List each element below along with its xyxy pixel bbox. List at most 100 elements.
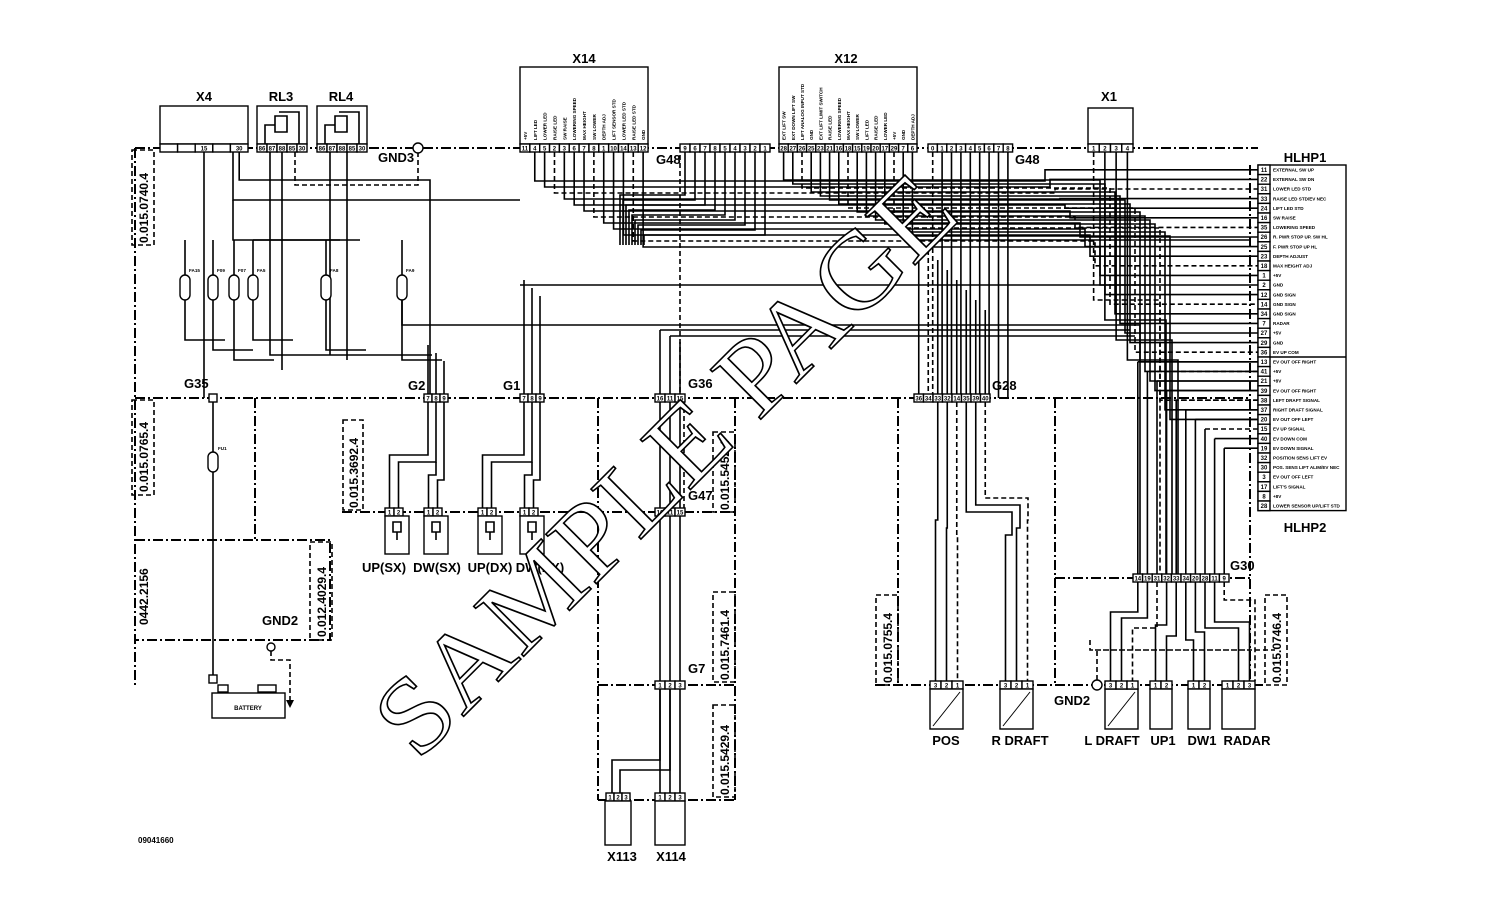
- hlhp-signal-label: GND: [1273, 340, 1284, 345]
- hlhp-pin-number: 20: [1261, 418, 1268, 424]
- fuse-label: F09: [217, 268, 225, 273]
- pin-number: 88: [279, 147, 286, 153]
- wire: [583, 152, 1258, 219]
- pin-number: 1: [1192, 684, 1196, 690]
- pin-number: 32: [944, 397, 951, 403]
- pin-number: 2: [1203, 684, 1207, 690]
- pin-number: 6: [987, 147, 991, 153]
- pin-number: 33: [934, 397, 941, 403]
- relay-coil-icon: [324, 111, 360, 144]
- pin-number: 4: [533, 147, 537, 153]
- g47-label: G47: [688, 488, 713, 503]
- dw1-valve-box: [1187, 688, 1211, 730]
- ref-3692: 0.015.3692.4: [347, 438, 361, 508]
- rl4-label: RL4: [329, 89, 354, 104]
- pin-cell: [637, 143, 649, 153]
- x14-signal-label: MAX HEIGHT: [582, 111, 587, 140]
- pin-number: 87: [329, 147, 336, 153]
- hlhp-signal-label: LIFT'S SIGNAL: [1273, 484, 1306, 489]
- hlhp-pin-number: 16: [1261, 216, 1268, 222]
- pin-cell: [759, 143, 771, 153]
- pin-number: 2: [668, 684, 672, 690]
- up1-valve-box: [1149, 688, 1173, 730]
- r-draft-label: R DRAFT: [991, 733, 1048, 748]
- hlhp1-label: HLHP1: [1284, 150, 1327, 165]
- pin-number: 28: [780, 147, 787, 153]
- g36-label: G36: [688, 376, 713, 391]
- x12-signal-label: LOWERING SPEED: [837, 97, 842, 140]
- x113-sensor-box: [604, 800, 632, 846]
- pos-label: POS: [932, 733, 960, 748]
- sensor-diagonal: [1107, 691, 1136, 727]
- wire: [782, 152, 1258, 286]
- pin-number: 87: [269, 147, 276, 153]
- wire: [232, 152, 520, 201]
- pin-number: 11: [1211, 577, 1218, 583]
- x12-signal-label: EXT LIFT LIMIT SWITCH: [818, 87, 823, 140]
- wire: [1131, 582, 1158, 681]
- battery-box: [211, 692, 286, 719]
- pin-number: 3: [1109, 684, 1113, 690]
- wire: [974, 402, 1021, 681]
- hlhp-pin-number: 12: [1261, 293, 1268, 299]
- x12-signal-label: MAX HEIGHT: [846, 111, 851, 140]
- hlhp-signal-label: EV UP SIGNAL: [1273, 427, 1306, 432]
- pin-cell: [1126, 680, 1139, 690]
- dw-sx-label: DW(SX): [413, 560, 461, 575]
- wire: [436, 402, 445, 508]
- battery-terminal: [208, 674, 218, 684]
- gnd3-ground-node: [412, 142, 424, 154]
- ref-5452: 0.015.5452.4: [718, 440, 732, 510]
- pin-number: 30: [299, 147, 306, 153]
- g48-label-2: G48: [1015, 152, 1040, 167]
- pin-number: 2: [1165, 684, 1169, 690]
- pin-number: 23: [817, 147, 824, 153]
- pin-number: 5: [978, 147, 982, 153]
- reference-labels: 0.015.0740.4 0.015.0765.4 0442.2156 0.01…: [131, 149, 1288, 798]
- pin-number: 2: [753, 147, 757, 153]
- pin-number: 15: [201, 147, 208, 153]
- ref-7461: 0.015.7461.4: [718, 610, 732, 680]
- hlhp-pin-number: 37: [1261, 408, 1268, 414]
- pin-number: 2: [616, 796, 620, 802]
- pin-number: 3: [934, 684, 938, 690]
- hlhp-signal-label: LIFT LED STD: [1273, 206, 1304, 211]
- pin-number: 11: [667, 511, 674, 517]
- x14-label: X14: [572, 51, 596, 66]
- pin-number: 3: [678, 796, 682, 802]
- pin-number: 2: [1103, 147, 1107, 153]
- pin-number: 19: [863, 147, 870, 153]
- x14-connector-box: [519, 66, 649, 145]
- pin-cell: [176, 143, 196, 153]
- pin-number: 6: [911, 147, 915, 153]
- pin-number: 1: [1131, 684, 1135, 690]
- wire: [640, 152, 756, 245]
- pin-number: 7: [522, 397, 526, 403]
- pin-cell: [356, 143, 368, 153]
- ref-0755: 0.015.0755.4: [881, 613, 895, 683]
- pin-number: 11: [667, 397, 674, 403]
- wire: [1204, 582, 1240, 681]
- fuse-label: FA15: [189, 268, 200, 273]
- pin-number: 27: [789, 147, 796, 153]
- hlhp-signal-label: EXTERNAL SW UP: [1273, 168, 1314, 173]
- x14-signal-label: SW LOWER: [592, 114, 597, 140]
- hlhp-signal-label: EXTERNAL SW DN: [1273, 177, 1315, 182]
- gnd3-label: GND3: [378, 150, 414, 165]
- ref-5429: 0.015.5429.4: [718, 725, 732, 795]
- wire: [628, 152, 716, 245]
- hlhp2-label: HLHP2: [1284, 520, 1327, 535]
- wire: [1223, 582, 1256, 681]
- wire: [523, 462, 533, 508]
- fuse-icon: [320, 274, 332, 301]
- pin-number: 4: [733, 147, 737, 153]
- pin-cell: [535, 393, 545, 403]
- g28-label: G28: [992, 378, 1017, 393]
